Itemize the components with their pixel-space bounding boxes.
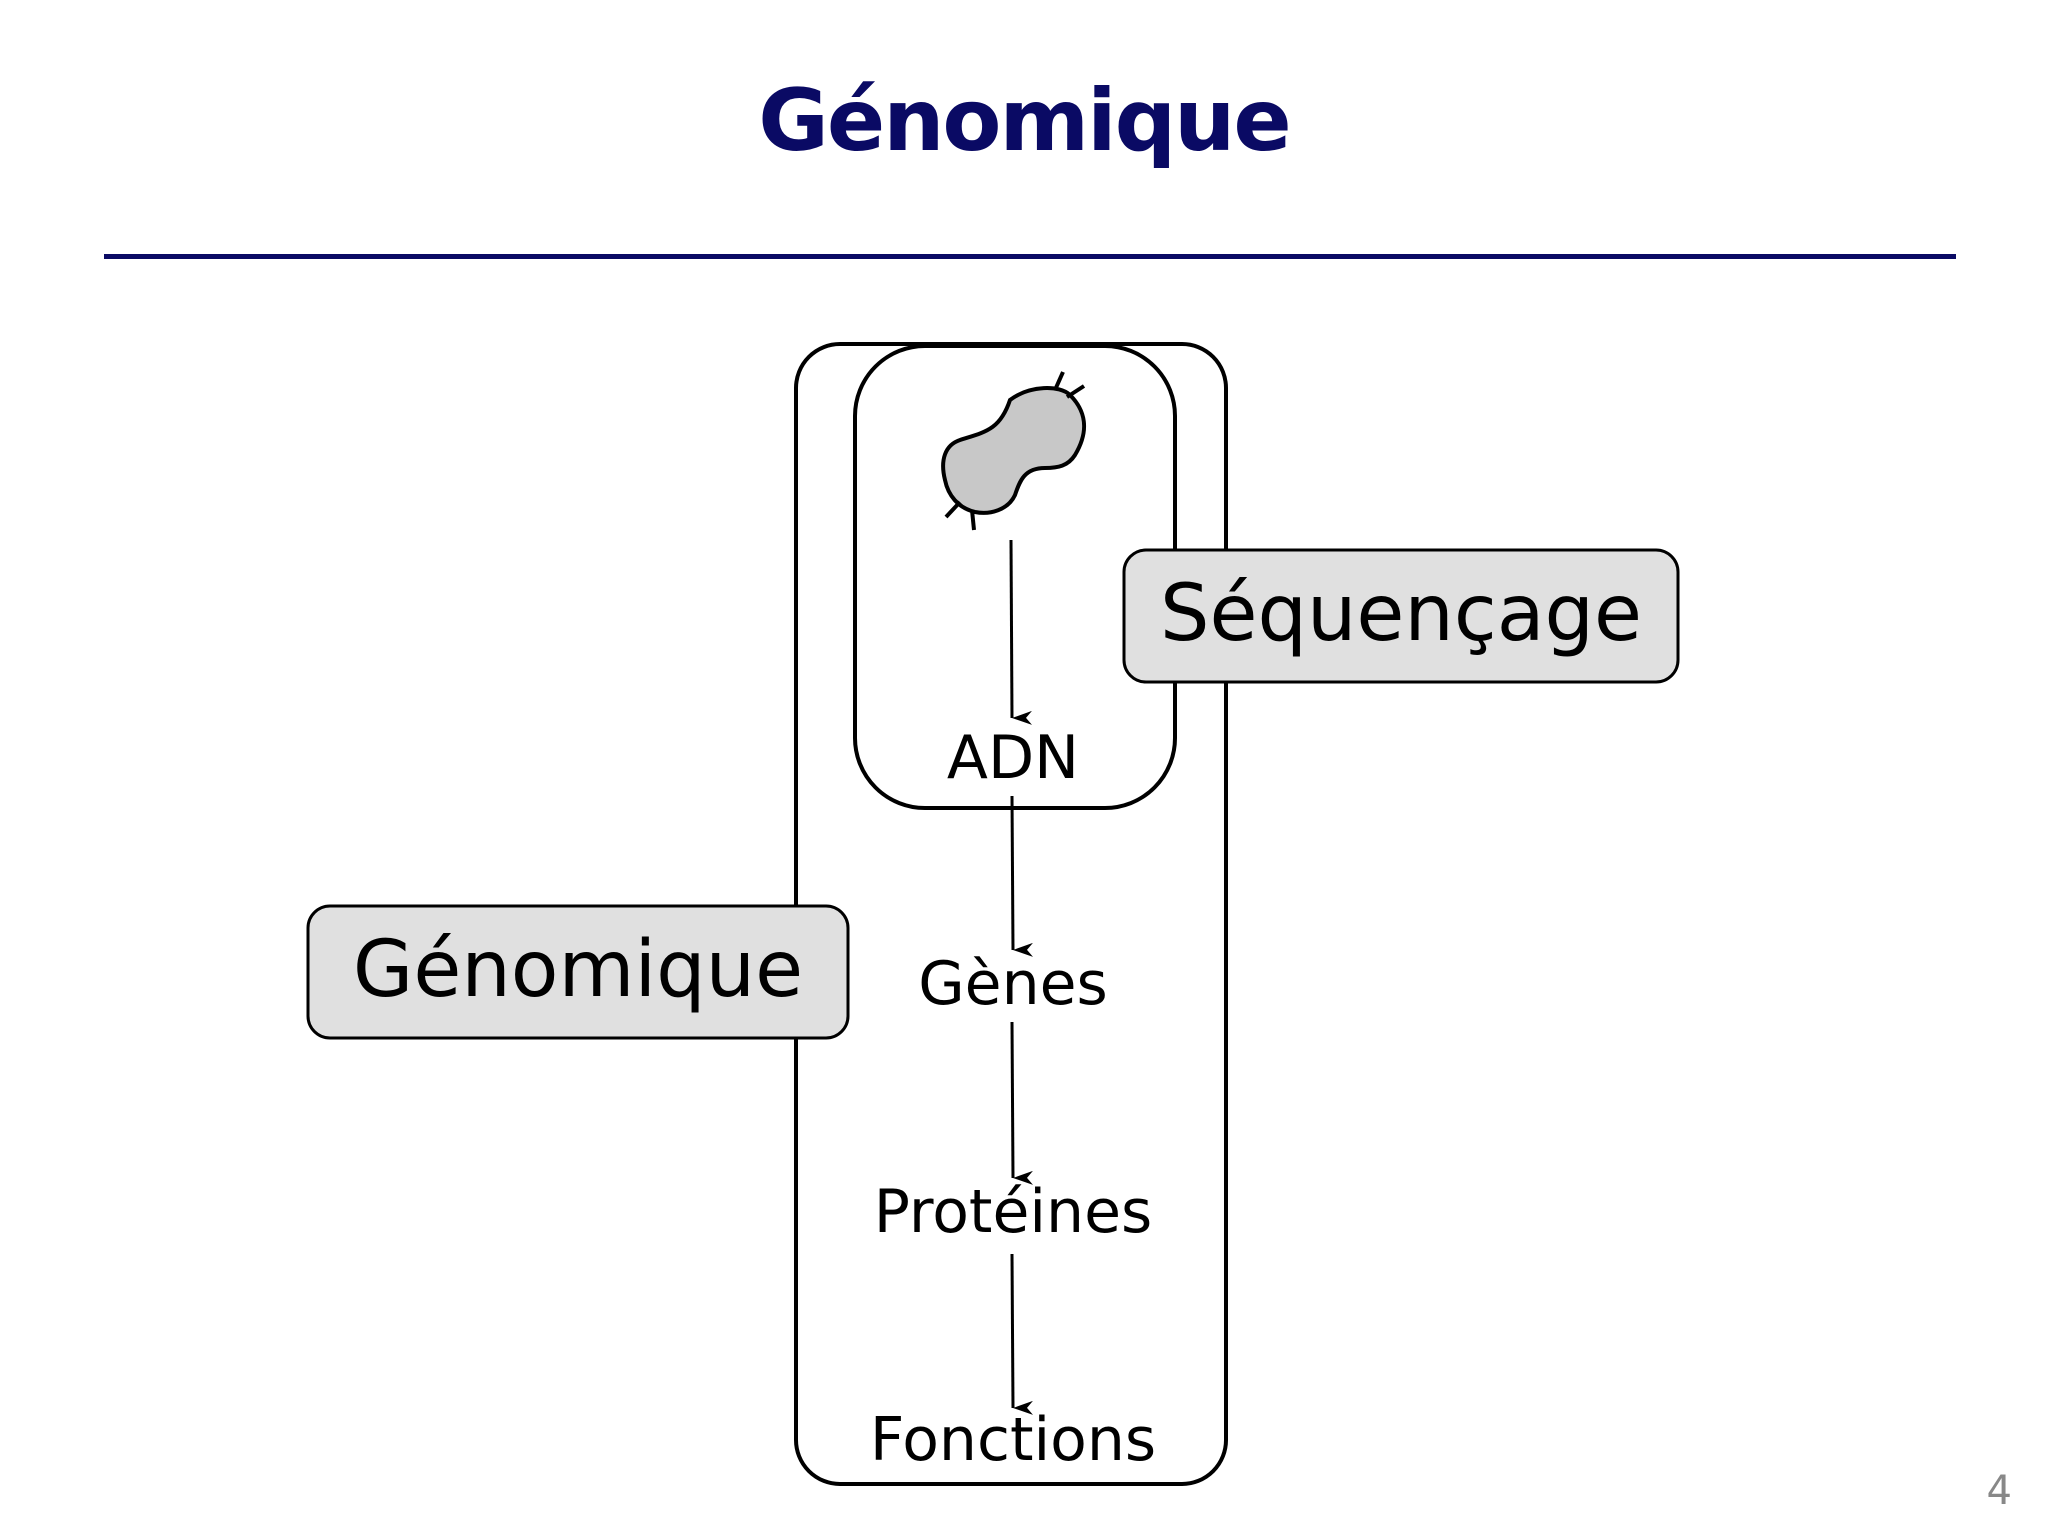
arrow-genes-to-proteines [1010, 1021, 1034, 1185]
flow-label-fonctions: Fonctions [870, 1405, 1156, 1475]
sequencage-tag-label: Séquençage [1160, 569, 1642, 659]
flow-label-genes: Gènes [918, 949, 1108, 1019]
bacterium-icon [941, 371, 1087, 531]
arrow-adn-to-genes [1010, 795, 1034, 957]
sequencage-tag: Séquençage [1122, 548, 1680, 684]
arrow-proteines-to-fonctions [1010, 1253, 1034, 1415]
arrow-organism-to-adn [1009, 539, 1033, 725]
slide-title: Génomique [758, 71, 1291, 171]
flow-label-proteines: Protéines [874, 1177, 1153, 1247]
genomique-tag-label: Génomique [353, 925, 803, 1015]
genomique-tag: Génomique [306, 904, 850, 1040]
flow-label-adn: ADN [947, 723, 1079, 793]
title-divider [104, 254, 1956, 259]
page-number: 4 [1986, 1468, 2012, 1514]
